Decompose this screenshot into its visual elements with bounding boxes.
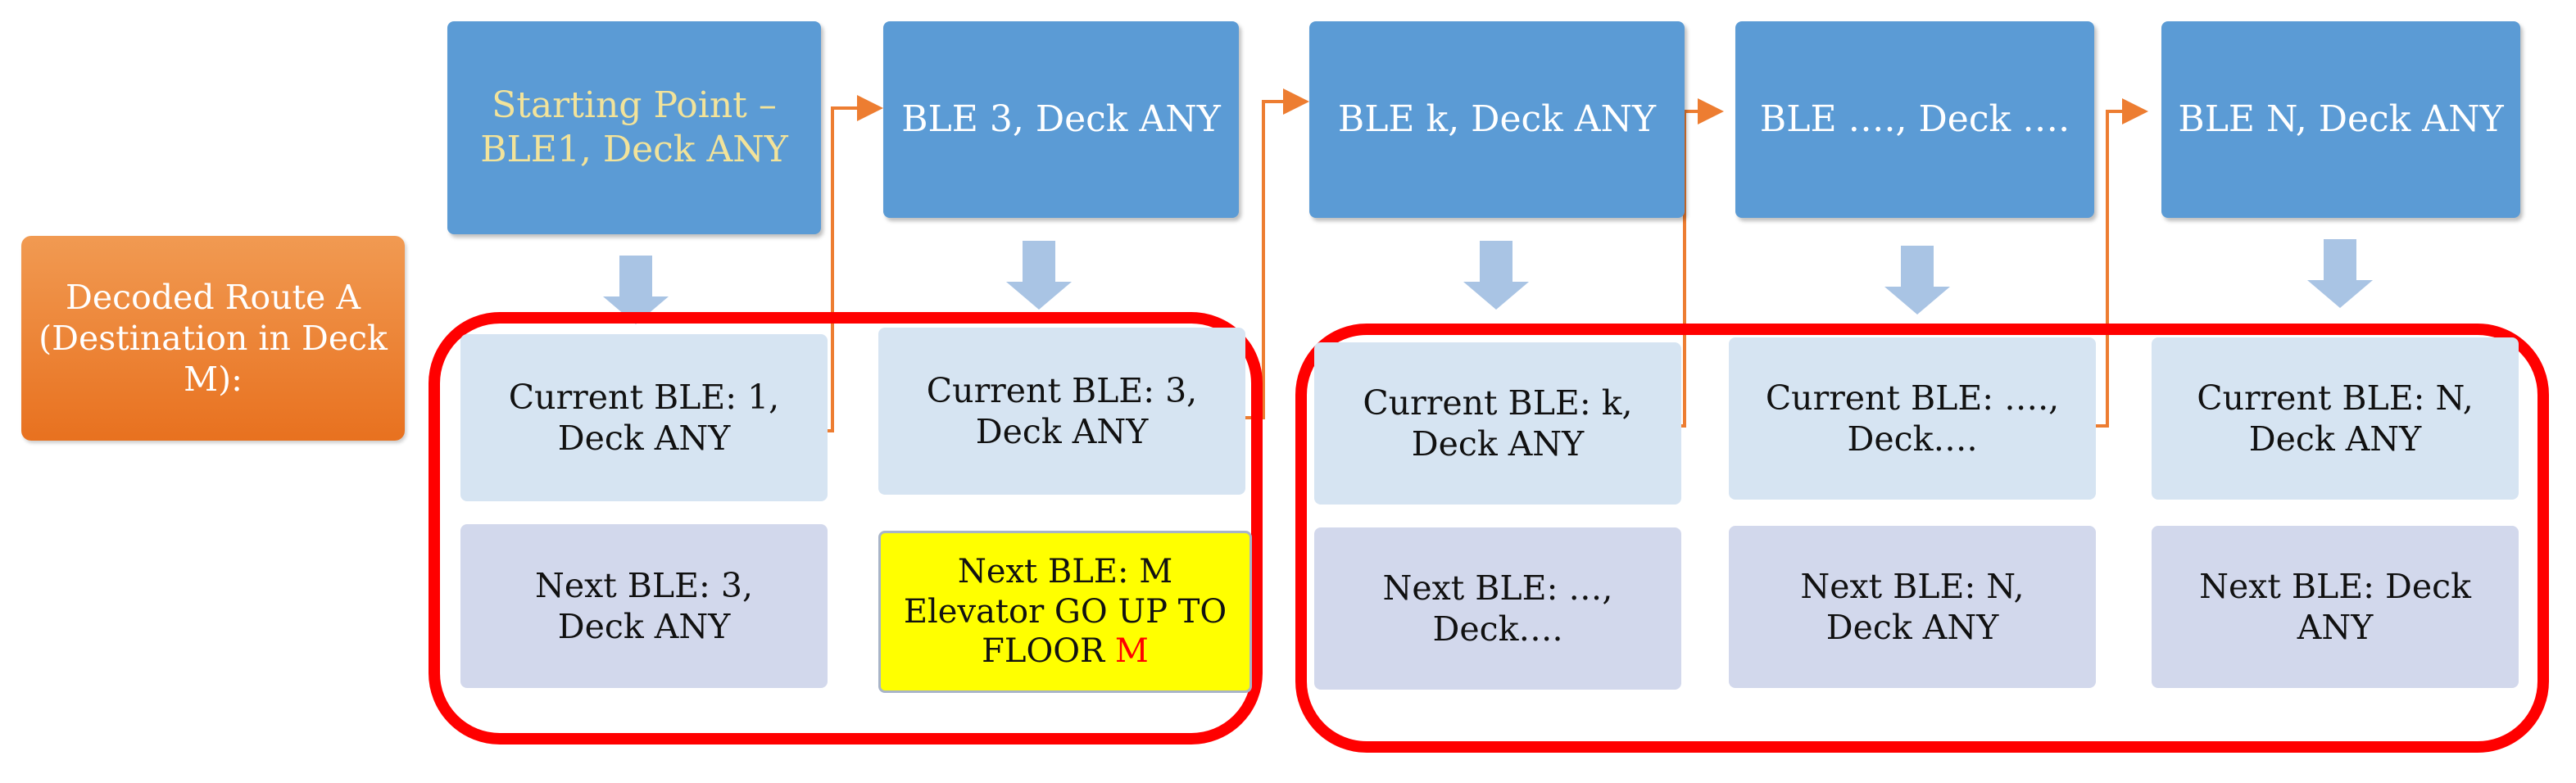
- down-arrow-4: [1884, 246, 1950, 315]
- current-ble-3-label: Current BLE: k, Deck ANY: [1363, 382, 1633, 464]
- ble-box-2: BLE 3, Deck ANY: [883, 21, 1239, 218]
- ble-box-3-label: BLE k, Deck ANY: [1337, 98, 1657, 141]
- next-ble-box-1: Next BLE: 3, Deck ANY: [460, 524, 828, 688]
- group-outline-right: [1295, 324, 2549, 753]
- next-ble-2-line-3-prefix: FLOOR: [982, 632, 1115, 671]
- next-ble-box-3: Next BLE: …, Deck….: [1314, 527, 1681, 690]
- ble-box-2-label: BLE 3, Deck ANY: [901, 98, 1221, 141]
- next-ble-2-line-2: Elevator GO UP TO: [903, 592, 1227, 631]
- ble-box-5-label: BLE N, Deck ANY: [2178, 98, 2504, 141]
- current-ble-5-label: Current BLE: N, Deck ANY: [2197, 378, 2474, 459]
- ble-box-4: BLE …., Deck ….: [1735, 21, 2094, 218]
- current-ble-box-2: Current BLE: 3, Deck ANY: [878, 328, 1245, 495]
- next-ble-4-label: Next BLE: N, Deck ANY: [1800, 566, 2025, 647]
- current-ble-box-1: Current BLE: 1, Deck ANY: [460, 334, 828, 501]
- next-ble-2-text: Next BLE: M Elevator GO UP TO FLOOR M: [904, 552, 1227, 672]
- ble-box-4-label: BLE …., Deck ….: [1759, 98, 2070, 141]
- current-ble-2-label: Current BLE: 3, Deck ANY: [926, 370, 1198, 451]
- group-outline-left: [429, 312, 1263, 745]
- current-ble-box-3: Current BLE: k, Deck ANY: [1314, 342, 1681, 505]
- down-arrows: [603, 239, 2373, 324]
- ble-box-1: Starting Point – BLE1, Deck ANY: [447, 21, 821, 234]
- ble-box-3: BLE k, Deck ANY: [1309, 21, 1685, 218]
- current-ble-4-label: Current BLE: …., Deck….: [1765, 378, 2060, 459]
- next-ble-box-2-highlighted: Next BLE: M Elevator GO UP TO FLOOR M: [878, 531, 1252, 693]
- next-ble-3-label: Next BLE: …, Deck….: [1382, 568, 1613, 649]
- connector-4-to-5: [2089, 98, 2148, 428]
- next-ble-box-4: Next BLE: N, Deck ANY: [1729, 526, 2096, 688]
- down-arrow-2: [1006, 241, 1072, 310]
- next-ble-1-label: Next BLE: 3, Deck ANY: [534, 565, 754, 646]
- current-ble-box-4: Current BLE: …., Deck….: [1729, 337, 2096, 500]
- current-ble-box-5: Current BLE: N, Deck ANY: [2152, 337, 2519, 500]
- down-arrow-1: [603, 256, 669, 324]
- ble-box-1-label: Starting Point – BLE1, Deck ANY: [480, 84, 788, 170]
- current-ble-1-label: Current BLE: 1, Deck ANY: [508, 377, 780, 458]
- destination-floor-highlight: M: [1114, 632, 1149, 671]
- next-ble-box-5: Next BLE: Deck ANY: [2152, 526, 2519, 688]
- ble-box-5: BLE N, Deck ANY: [2161, 21, 2520, 218]
- decoded-route-label-box: Decoded Route A (Destination in Deck M):: [21, 236, 405, 441]
- down-arrow-3: [1463, 241, 1529, 310]
- next-ble-2-line-3: FLOOR M: [982, 632, 1149, 670]
- next-ble-2-line-1: Next BLE: M: [957, 552, 1173, 591]
- next-ble-5-label: Next BLE: Deck ANY: [2199, 566, 2471, 647]
- decoded-route-label: Decoded Route A (Destination in Deck M):: [39, 277, 388, 399]
- down-arrow-5: [2307, 239, 2373, 308]
